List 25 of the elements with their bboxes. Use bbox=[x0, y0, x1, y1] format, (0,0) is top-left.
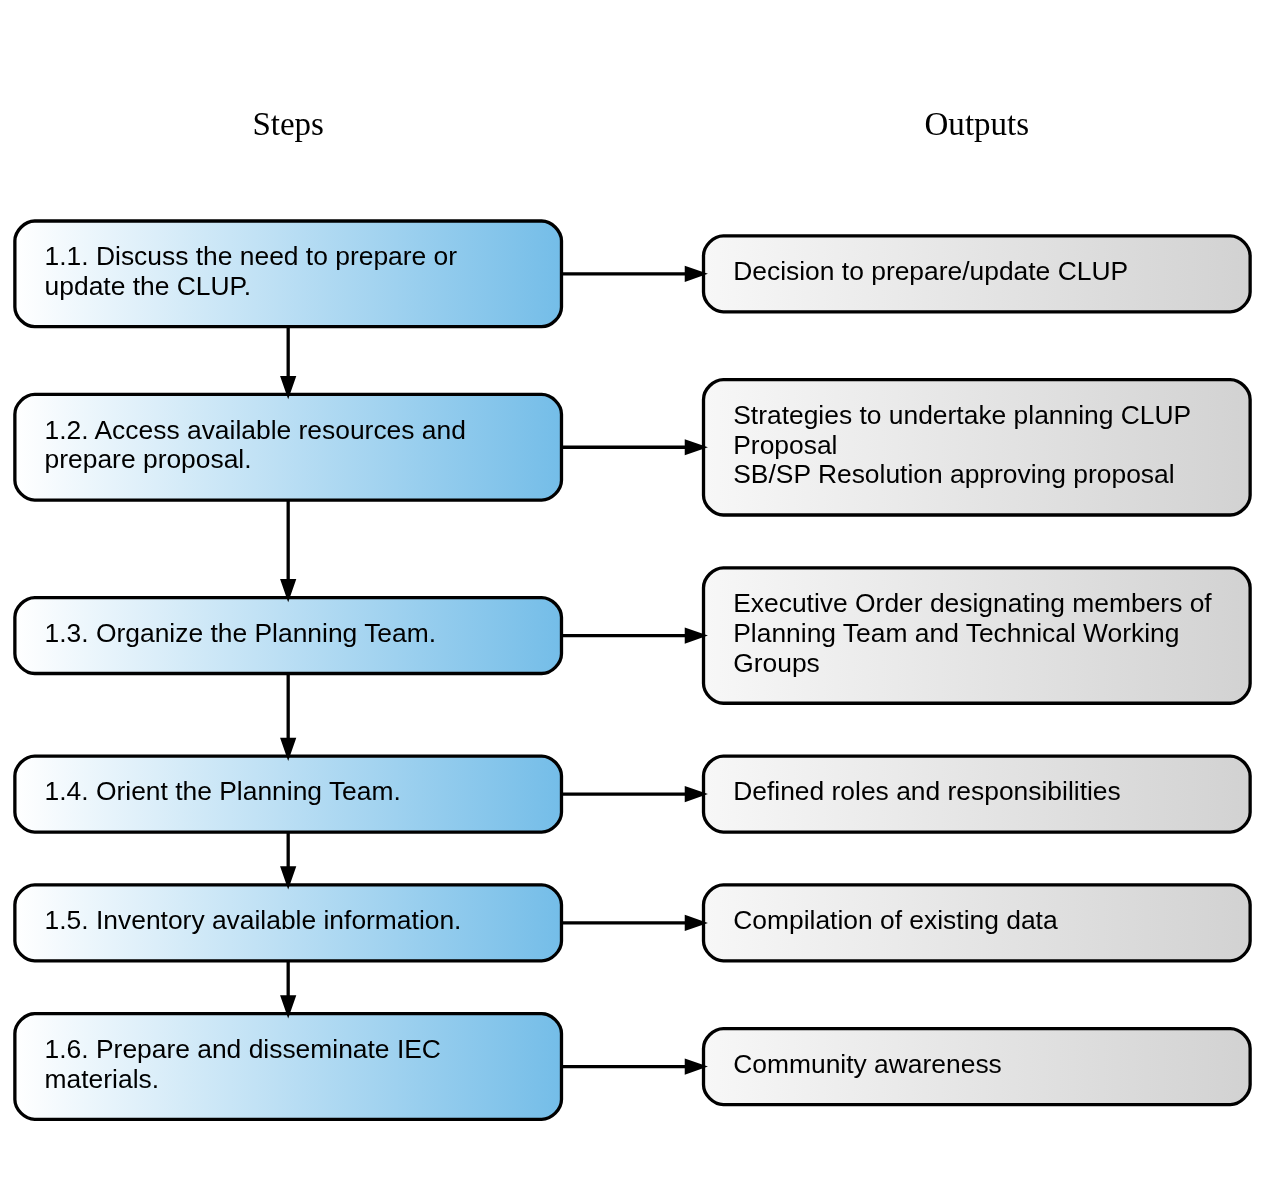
node-box: Strategies to undertake planning CLUP Proposal SB/SP Resolution approving proposal bbox=[701, 377, 1252, 517]
arrow bbox=[561, 914, 708, 931]
arrow bbox=[280, 960, 297, 1018]
arrow bbox=[561, 1057, 708, 1075]
node-box: 1.2. Access available resources and prepare proposal. bbox=[13, 392, 564, 502]
label: Steps bbox=[252, 105, 324, 142]
node-box: 1.6. Prepare and disseminate IEC materials. bbox=[13, 1011, 564, 1121]
node-box: Executive Order designating members of Planning Team and Technical Working Groups bbox=[701, 565, 1252, 705]
arrow bbox=[280, 499, 297, 602]
node-box: 1.1. Discuss the need to prepare or update the CLUP. bbox=[13, 218, 564, 328]
label: Outputs bbox=[924, 105, 1030, 142]
arrow bbox=[561, 438, 708, 455]
arrow bbox=[280, 326, 297, 399]
arrow bbox=[561, 785, 708, 802]
node-box: 1.5. Inventory available information. bbox=[13, 882, 564, 962]
arrow bbox=[561, 265, 708, 282]
arrow bbox=[280, 832, 297, 889]
node-box: Decision to prepare/update CLUP bbox=[701, 233, 1252, 313]
node-box: 1.3. Organize the Planning Team. bbox=[13, 595, 564, 675]
node-box: 1.4. Orient the Planning Team. bbox=[13, 753, 564, 834]
node-box: Defined roles and responsibilities bbox=[701, 753, 1252, 834]
node-box: Community awareness bbox=[701, 1026, 1252, 1106]
arrow bbox=[561, 626, 708, 644]
arrow bbox=[280, 673, 297, 761]
node-box: Compilation of existing data bbox=[701, 882, 1252, 962]
